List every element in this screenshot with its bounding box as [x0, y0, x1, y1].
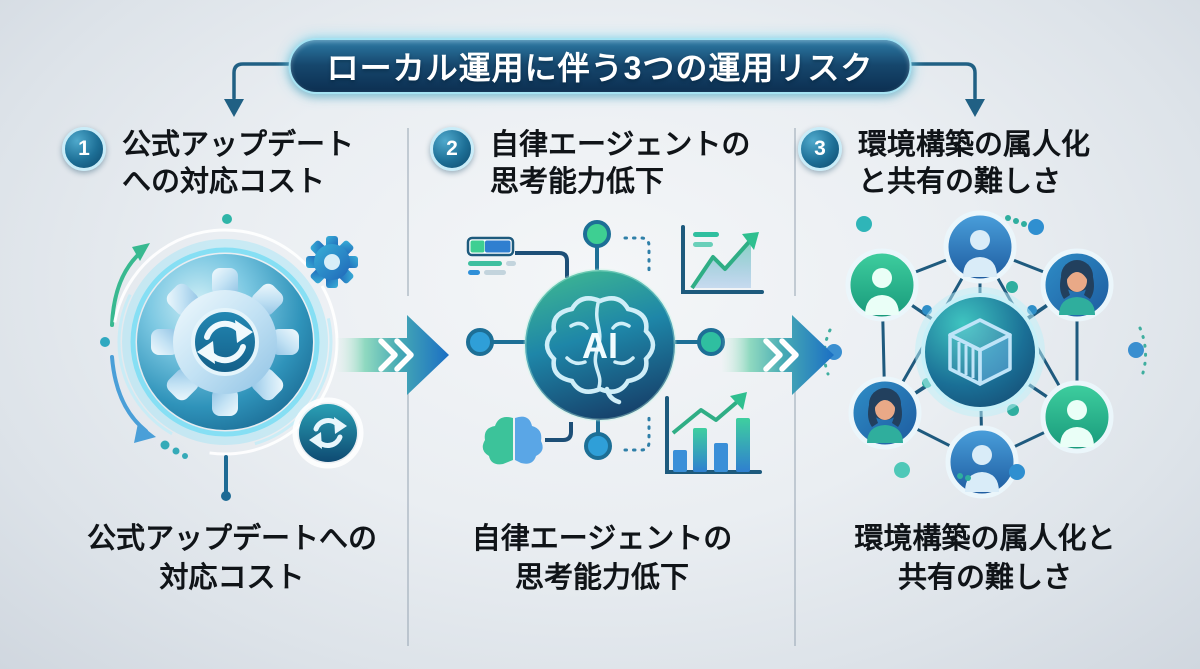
small-brain-icon [482, 416, 543, 465]
column2-title-line2: 思考能力低下 [490, 166, 665, 198]
elbow-connector [545, 422, 573, 442]
title-banner: ローカル運用に伴う3つの運用リスク [288, 38, 912, 94]
dashed-connector [623, 416, 651, 452]
dot [182, 453, 188, 459]
ai-brain-icon: AI [523, 268, 677, 422]
cycle-arrows [110, 243, 156, 443]
column1-caption-line2: 対応コスト [159, 562, 305, 594]
avatar-user-bottom [945, 425, 1019, 499]
ai-brain-illustration: AI [466, 220, 764, 474]
page-title: ローカル運用に伴う3つの運用リスク [326, 50, 874, 86]
column-divider [794, 386, 796, 646]
number-badge-3: 3 [798, 127, 842, 171]
column1-title-line1: 公式アップデート [122, 129, 355, 161]
column1-caption-line1: 公式アップデートへの [86, 523, 377, 555]
dot [100, 337, 110, 347]
sync-badge-icon [292, 397, 364, 469]
dot [172, 447, 180, 455]
dot [222, 214, 232, 224]
column3-caption-line1: 環境構築の属人化と [854, 523, 1116, 555]
column3-caption-line2: 共有の難しさ [897, 562, 1072, 594]
column3-title-line2: と共有の難しさ [858, 166, 1062, 198]
column2-header: 2 自律エージェントの 思考能力低下 [430, 127, 750, 201]
node-right [697, 328, 725, 356]
bar-chart-icon [665, 392, 762, 474]
column-divider [407, 128, 409, 296]
up-arrowhead-icon [742, 232, 759, 250]
avatar-user-bottom-right [1040, 380, 1114, 454]
column-divider [794, 128, 796, 296]
ai-label: AI [582, 325, 618, 366]
column1-caption: 公式アップデートへの 対応コスト [42, 520, 422, 598]
number-badge-1: 1 [62, 127, 106, 171]
flow-arrow-1 [337, 315, 449, 395]
node-top [583, 220, 611, 248]
sync-arrows-icon [197, 320, 253, 364]
double-chevron-right-icon [763, 338, 799, 372]
column2-caption-line1: 自律エージェントの [471, 523, 733, 555]
column1-header: 1 公式アップデート への対応コスト [62, 127, 354, 201]
gear-teeth [151, 268, 299, 416]
up-arrowhead-icon [730, 392, 747, 410]
avatar-woman-bottom-left [848, 376, 922, 450]
stem-line [221, 455, 231, 501]
node-stems [491, 246, 699, 434]
node-bottom [584, 432, 612, 460]
column2-title: 自律エージェントの 思考能力低下 [490, 127, 750, 201]
small-gear-icon [306, 236, 358, 288]
avatar-woman-top-right [1040, 248, 1114, 322]
avatar-user-top [943, 210, 1017, 284]
down-arrowhead-icon [134, 423, 156, 443]
network-sharing-illustration [823, 210, 1147, 499]
column1-title-line2: への対応コスト [122, 166, 326, 198]
column2-caption-line2: 思考能力低下 [514, 562, 689, 594]
progress-widget-icon [466, 236, 516, 275]
column3-title-line1: 環境構築の属人化 [858, 129, 1091, 161]
gear-update-illustration [100, 214, 364, 501]
node-left [466, 328, 494, 356]
column3-caption: 環境構築の属人化と 共有の難しさ [795, 520, 1175, 598]
container-box-icon [915, 287, 1045, 417]
down-arrowhead-icon [965, 99, 985, 117]
line-chart-icon [681, 225, 764, 294]
column3-header: 3 環境構築の属人化 と共有の難しさ [798, 127, 1090, 201]
dot [160, 440, 170, 450]
column2-title-line1: 自律エージェントの [490, 129, 751, 161]
flow-arrow-2 [722, 315, 834, 395]
right-connector [900, 62, 985, 117]
column1-title: 公式アップデート への対応コスト [122, 127, 354, 201]
column3-title: 環境構築の属人化 と共有の難しさ [858, 127, 1090, 201]
up-arrowhead-icon [132, 243, 150, 261]
dashed-connector [623, 236, 651, 274]
avatar-user-top-left [845, 248, 919, 322]
double-chevron-right-icon [378, 338, 414, 372]
column-divider [407, 386, 409, 646]
elbow-connector [515, 251, 569, 278]
down-arrowhead-icon [224, 99, 244, 117]
number-badge-2: 2 [430, 127, 474, 171]
update-gear-icon [111, 228, 339, 456]
column2-caption: 自律エージェントの 思考能力低下 [412, 520, 792, 598]
